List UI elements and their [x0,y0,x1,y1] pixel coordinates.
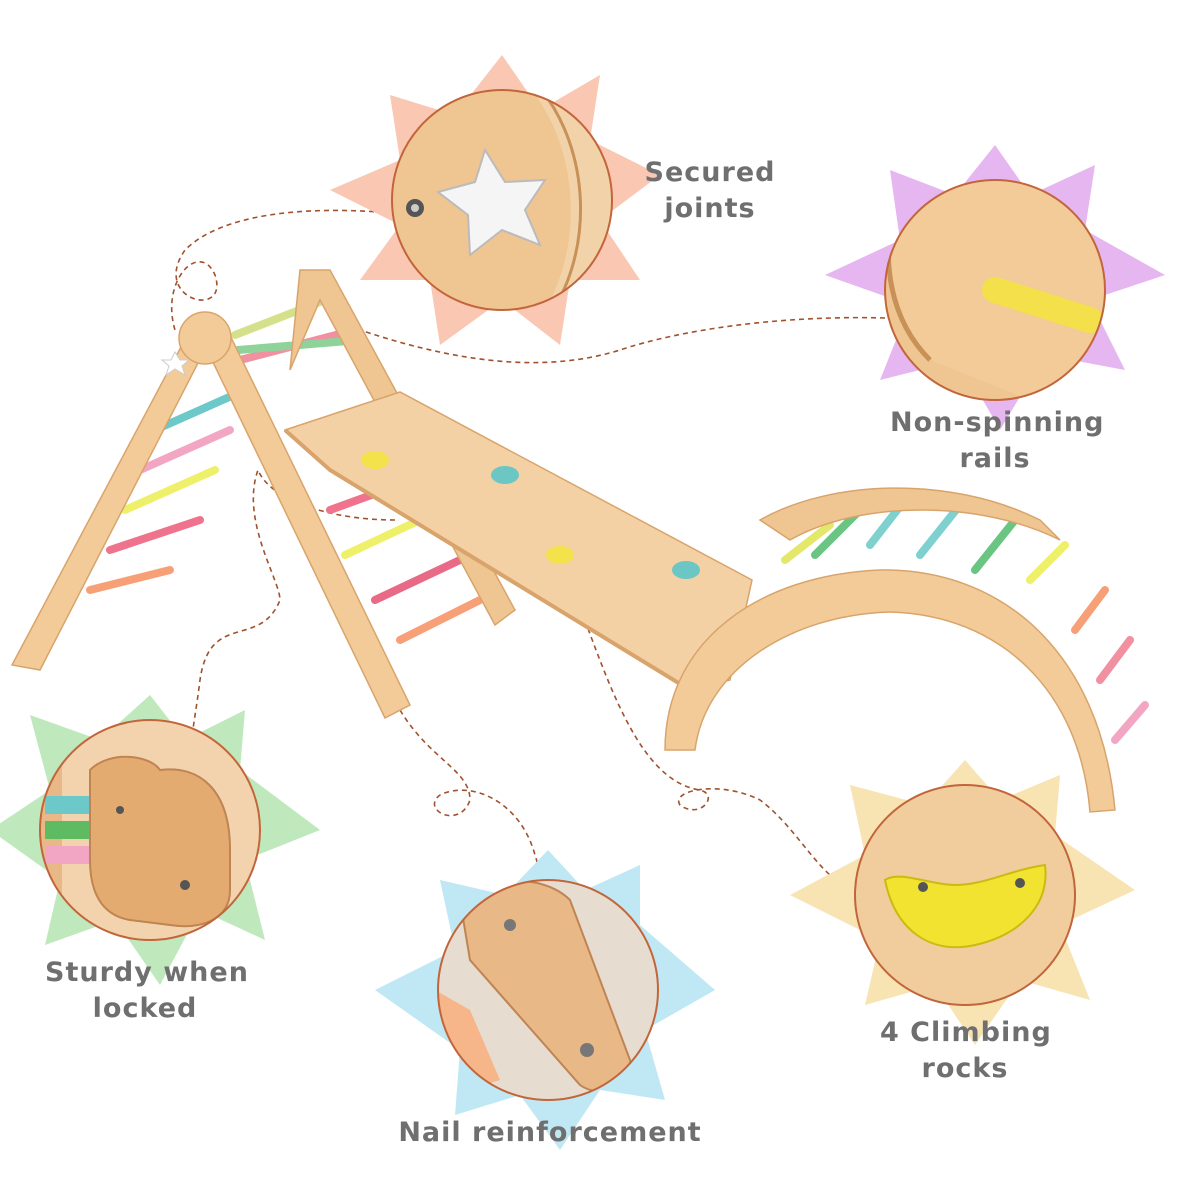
label-climbing-rocks: 4 Climbing rocks [880,1015,1052,1087]
connector-secured-joints [170,209,393,331]
arch-rungs [781,496,1149,744]
label-sturdy-line2: locked [92,993,198,1024]
label-non-spinning-line1: Non-spinning [890,407,1105,438]
triangle-front-left-leg [10,329,217,671]
detail-non-spinning-rails [885,180,1105,400]
label-non-spinning-rails: Non-spinning rails [890,405,1105,477]
arch-frame [664,569,1116,813]
rock-2 [491,466,519,484]
rock-4 [672,561,700,579]
label-secured-joints-line1: Secured [644,157,776,188]
detail-climbing-rocks [855,785,1075,1005]
connector-climbing [564,569,856,891]
rock-1 [361,451,389,469]
climbing-set-illustration [10,269,1149,813]
detail-sturdy-locked [40,720,260,940]
label-nail-reinforcement: Nail reinforcement [395,1115,705,1151]
label-climbing-line2: rocks [921,1053,1009,1084]
label-secured-joints-line2: joints [664,193,756,224]
star-knob [435,147,547,257]
rock-3 [546,546,574,564]
label-secured-joints: Secured joints [640,155,780,227]
label-nail-line1: Nail reinforcement [398,1117,702,1148]
label-sturdy-line1: Sturdy when [45,957,249,988]
connector-non-spinning [359,316,886,364]
label-climbing-line1: 4 Climbing [880,1017,1052,1048]
label-non-spinning-line2: rails [959,443,1031,474]
label-sturdy-when-locked: Sturdy when locked [45,955,249,1027]
detail-nail-reinforcement [438,880,658,1100]
connector-nail [399,709,541,881]
small-star-knob [160,350,191,377]
